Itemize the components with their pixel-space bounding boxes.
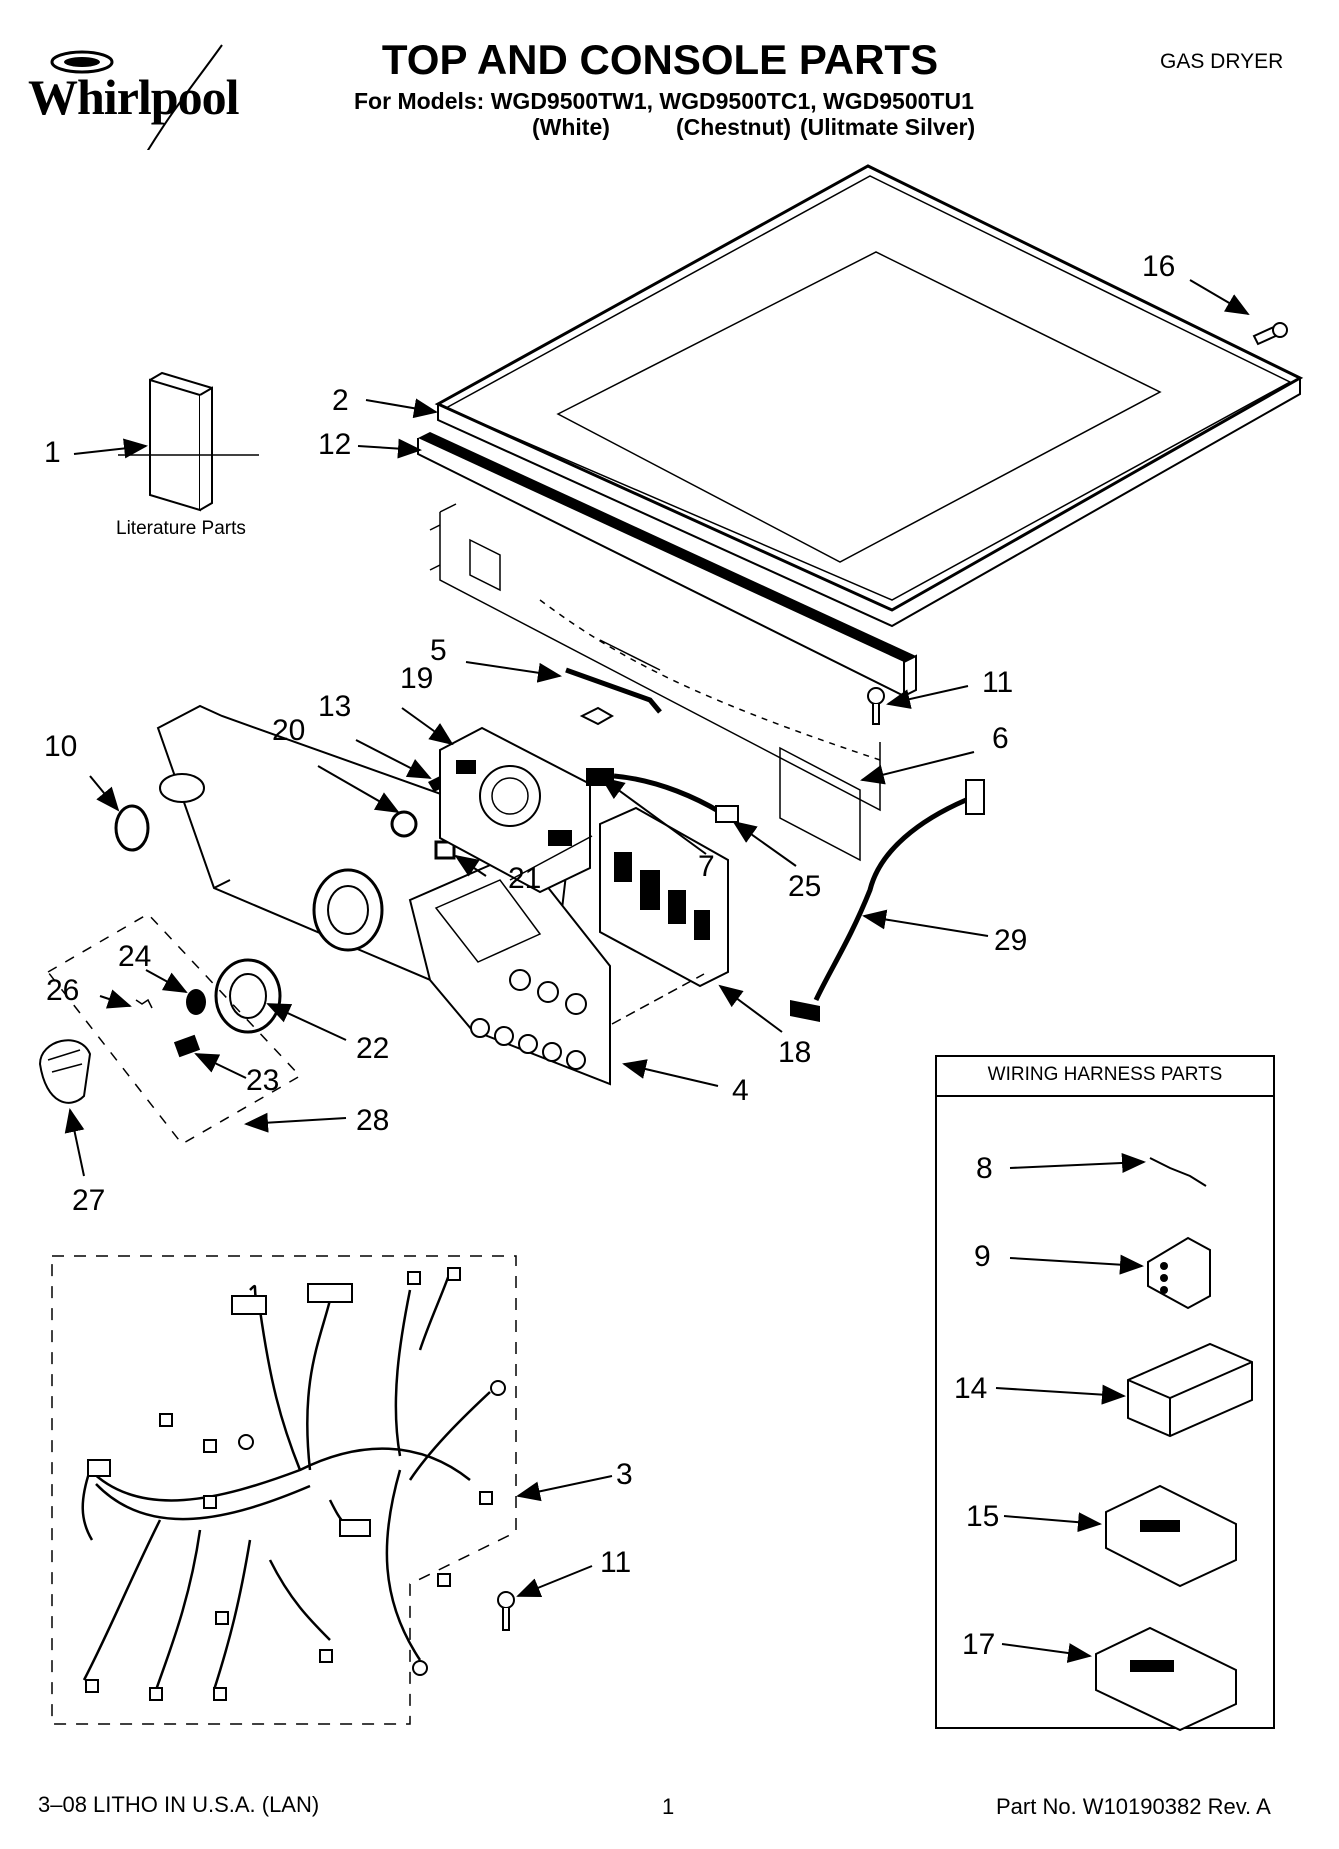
selector-knob-ring [214,868,384,1034]
terminal-8-icon [1149,1157,1207,1187]
appliance-type: GAS DRYER [1160,50,1284,73]
callout-9: 9 [974,1240,991,1273]
console-front-panel [408,850,611,1086]
callout-19: 19 [400,662,434,695]
callout-6: 6 [992,722,1009,755]
callout-13: 13 [318,690,352,723]
callout-1: 1 [44,436,61,469]
color-silver: (Ulitmate Silver) [800,114,976,140]
callout-28: 28 [356,1104,390,1137]
callout-12: 12 [318,428,352,461]
callout-25: 25 [788,870,822,903]
models-line: For Models: WGD9500TW1, WGD9500TC1, WGD9… [354,88,974,114]
wire-harness-25 [579,706,739,823]
callout-29: 29 [994,924,1028,957]
screw-16-icon [1252,322,1288,346]
wiring-harness-box [935,1055,1275,1729]
bracket-21-icon [434,840,456,860]
spring-26-icon [135,998,153,1009]
screw-11-lower-icon [497,1591,515,1631]
callout-15: 15 [966,1500,1000,1533]
callout-11-lower: 11 [600,1546,632,1579]
o-ring [114,804,150,852]
top-panel [434,164,1304,628]
literature-booklet-icon [149,371,213,512]
callout-7: 7 [698,850,715,883]
callout-11-upper: 11 [982,666,1014,699]
kit-28-outline [46,913,302,1145]
screw-11-icon [867,687,885,725]
main-harness-outline [51,1255,517,1725]
callout-22: 22 [356,1032,390,1065]
callout-24: 24 [118,940,152,973]
callout-2: 2 [332,384,349,417]
callout-16: 16 [1142,250,1176,283]
electronic-control-19 [439,726,591,894]
wiring-box-title: WIRING HARNESS PARTS [987,1064,1223,1085]
wire-harness-29 [790,779,985,1022]
link-line [509,835,593,881]
link-dashed-line [611,973,705,1025]
callout-8: 8 [976,1152,993,1185]
callout-27: 27 [72,1184,106,1217]
callout-21: 21 [508,862,542,895]
callout-10: 10 [44,730,78,763]
switch-23-icon [173,1034,201,1058]
bushing-24-icon [186,989,206,1015]
callout-5: 5 [430,634,447,667]
connector-14-icon [1127,1342,1253,1438]
knob-20-icon [390,810,418,838]
connector-17-icon [1095,1626,1237,1732]
connector-9-icon [1147,1236,1211,1310]
color-white: (White) [532,114,610,140]
color-chestnut: (Chestnut) [676,114,791,140]
brand-name: Whirlpool [28,69,239,125]
callout-17: 17 [962,1628,996,1661]
cable-tie [565,667,662,714]
main-wire-harness [81,1271,491,1691]
control-knob-icon [38,1039,92,1104]
leader-arrows [64,279,1250,1663]
logo-swirl-icon [50,44,223,150]
literature-parts-label: Literature Parts [116,518,246,539]
callout-4: 4 [732,1074,749,1107]
callout-26: 26 [46,974,80,1007]
callout-3: 3 [616,1458,633,1491]
callout-18: 18 [778,1036,812,1069]
electronic-control-18 [599,806,729,988]
part-number: Part No. W10190382 Rev. A [996,1794,1271,1819]
callout-14: 14 [954,1372,988,1405]
page-number: 1 [662,1794,675,1819]
brand-logo: Whirlpool [22,40,262,150]
connector-15-icon [1105,1484,1237,1588]
page-title: TOP AND CONSOLE PARTS [381,36,939,83]
harness-connectors [85,1267,506,1701]
callout-23: 23 [246,1064,280,1097]
litho-note: 3–08 LITHO IN U.S.A. (LAN) [38,1792,320,1817]
callout-20: 20 [272,714,306,747]
